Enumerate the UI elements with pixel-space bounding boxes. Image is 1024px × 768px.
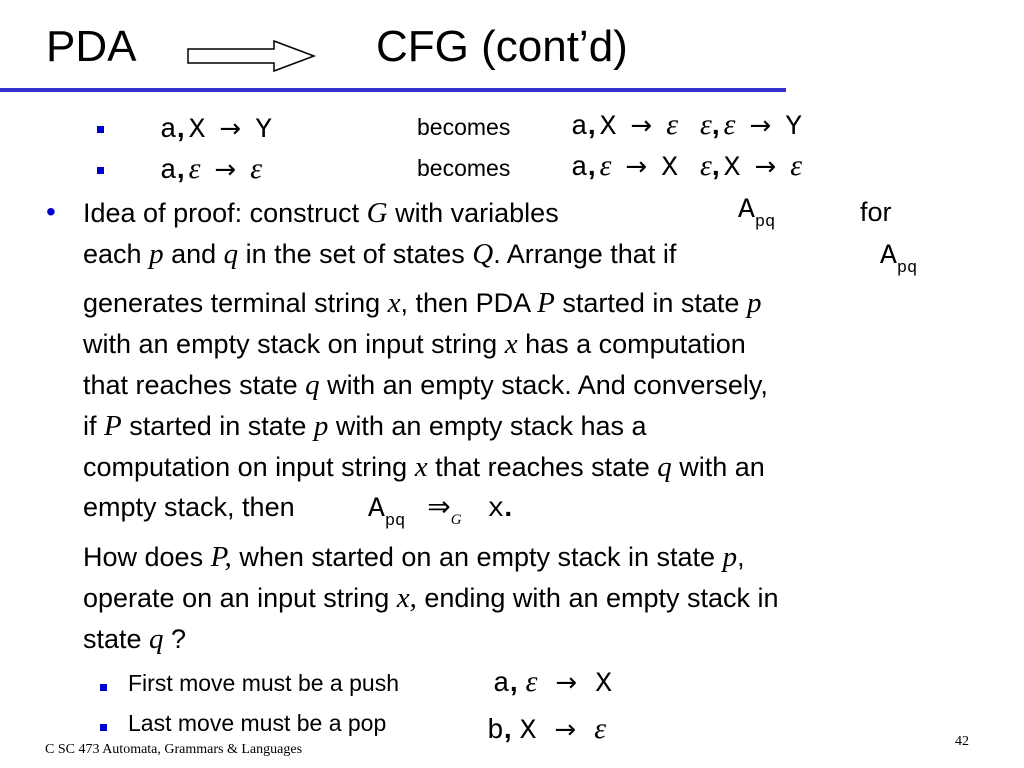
bullet-dot-icon: • [46, 196, 56, 227]
para1-line5: that reaches state q with an empty stack… [83, 369, 768, 401]
rule1-becomes: becomes [417, 114, 511, 140]
title-underline [0, 88, 786, 92]
rule2-lhs: a,ε→ε [160, 152, 263, 187]
page-number: 42 [955, 734, 969, 749]
para1-line4: with an empty stack on input string x ha… [83, 328, 746, 360]
para2-line3: state q ? [83, 623, 187, 655]
title-right: CFG (cont’d) [376, 22, 628, 71]
para1-line7: computation on input string x that reach… [83, 451, 765, 483]
pop-rule: b,X→ε [487, 712, 607, 747]
square-bullet-icon [97, 167, 104, 174]
para2-line2: operate on an input string x, ending wit… [83, 582, 779, 614]
para1-line6: if P started in state p with an empty st… [83, 410, 647, 442]
para1-line2: each p and q in the set of states Q. Arr… [83, 238, 677, 270]
para2-line1: How does P, when started on an empty sta… [83, 541, 745, 573]
apq-variable: Apq [738, 195, 776, 232]
implies-arrow-icon [187, 39, 317, 73]
square-bullet-icon [97, 126, 104, 133]
title-left: PDA [46, 22, 137, 71]
square-bullet-icon [100, 684, 107, 691]
para1-line1: Idea of proof: construct G with variable… [83, 197, 559, 229]
para1-line8: empty stack, then [83, 492, 295, 522]
push-label: First move must be a push [128, 670, 399, 696]
rule1-lhs: a,X→Y [160, 112, 273, 146]
rule2-becomes: becomes [417, 155, 511, 181]
square-bullet-icon [100, 724, 107, 731]
para1-line3: generates terminal string x, then PDA P … [83, 287, 762, 319]
push-rule: a,ε→X [493, 665, 613, 700]
para1-for: for [860, 197, 892, 227]
footer-course: C SC 473 Automata, Grammars & Languages [45, 742, 303, 757]
pop-label: Last move must be a pop [128, 710, 387, 736]
apq-variable: Apq [880, 241, 918, 278]
